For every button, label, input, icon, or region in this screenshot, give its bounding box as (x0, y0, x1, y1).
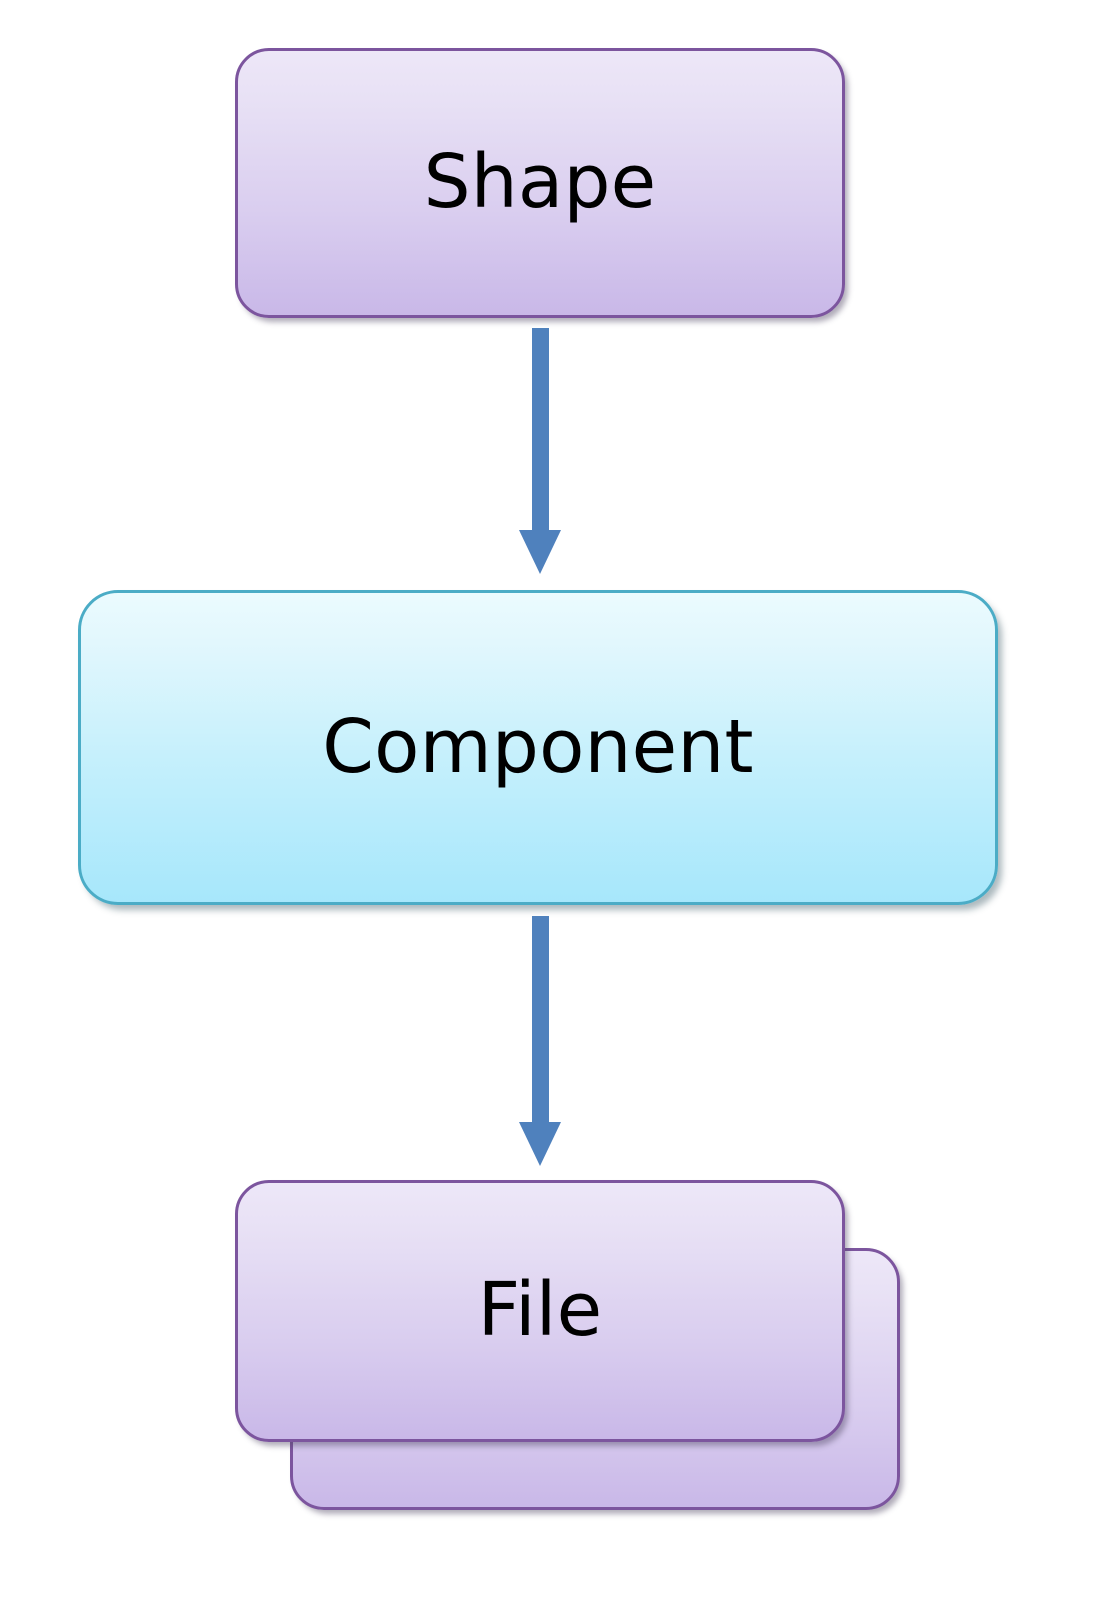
node-component-label: Component (322, 703, 754, 790)
down-arrow-icon (519, 916, 561, 1166)
node-component[interactable]: Component (78, 590, 998, 905)
down-arrow-icon (519, 328, 561, 574)
node-file-front-sheet[interactable]: File (235, 1180, 845, 1442)
connector-shape-to-component (519, 328, 561, 574)
connector-component-to-file (519, 916, 561, 1166)
node-file[interactable]: File (235, 1180, 900, 1510)
node-shape-label: Shape (423, 139, 657, 226)
node-shape[interactable]: Shape (235, 48, 845, 318)
node-file-label: File (477, 1267, 603, 1354)
